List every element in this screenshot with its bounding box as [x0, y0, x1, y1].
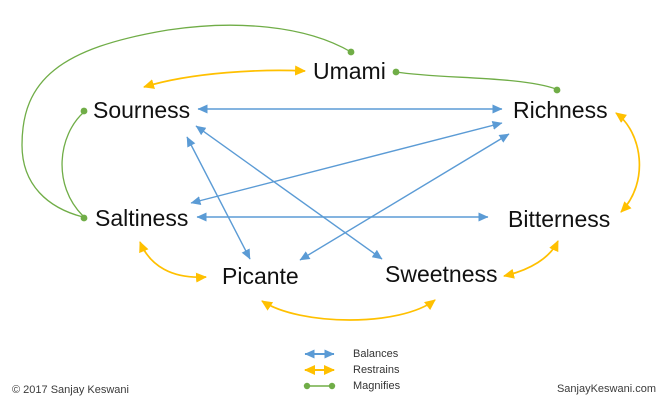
node-label-picante: Picante — [222, 263, 299, 289]
magnifies-dot-umami-right — [392, 68, 400, 76]
legend-label-restrains: Restrains — [353, 364, 400, 376]
restrains-edge-sweetness-bitterness — [503, 240, 559, 279]
balances-edge-picante-richness — [299, 133, 510, 261]
restrains-edge-picante-sweetness — [261, 299, 436, 321]
node-label-richness: Richness — [513, 97, 608, 123]
node-label-umami: Umami — [313, 58, 386, 84]
node-label-bitterness: Bitterness — [508, 206, 611, 232]
restrains-edges — [139, 65, 641, 321]
balances-edge-sourness-picante — [186, 136, 251, 260]
magnifies-edge-sourness-saltiness — [61, 111, 85, 217]
magnifies-dot-sourness — [80, 107, 88, 115]
legend-label-magnifies: Magnifies — [353, 380, 401, 392]
legend-label-balances: Balances — [353, 348, 399, 360]
restrains-edge-saltiness-picante — [139, 241, 207, 283]
magnifies-edge-umami-richness — [395, 71, 557, 90]
magnifies-dots — [80, 48, 561, 222]
legend-symbols — [303, 349, 336, 390]
magnifies-dot-saltiness — [80, 214, 88, 222]
node-label-saltiness: Saltiness — [95, 205, 189, 231]
legend-magnifies-dot-right — [328, 382, 336, 390]
copyright-text: © 2017 Sanjay Keswani — [12, 384, 129, 396]
magnifies-dot-richness — [553, 86, 561, 94]
magnifies-dot-umami-top — [347, 48, 355, 56]
website-text: SanjayKeswani.com — [556, 383, 656, 395]
magnifies-edge-umami-saltiness — [21, 24, 352, 218]
restrains-edge-sourness-umami — [143, 65, 306, 89]
node-label-sweetness: Sweetness — [385, 261, 498, 287]
balances-edges — [186, 104, 510, 261]
magnifies-edges — [21, 24, 557, 218]
balances-edge-sourness-sweetness — [195, 125, 383, 260]
legend-magnifies-dot-left — [303, 382, 311, 390]
balances-edge-saltiness-richness — [190, 121, 503, 205]
node-label-sourness: Sourness — [93, 97, 191, 123]
restrains-edge-richness-bitterness — [615, 112, 641, 213]
